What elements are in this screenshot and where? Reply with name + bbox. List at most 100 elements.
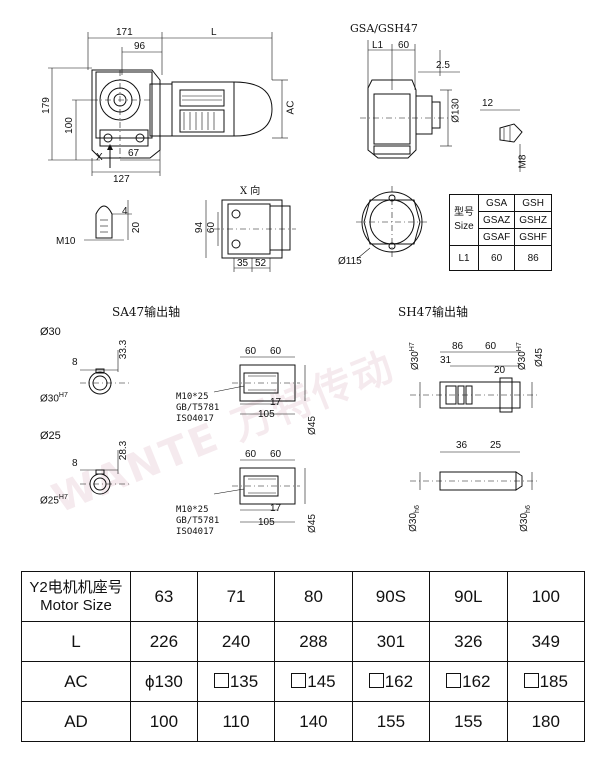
motor-size-0: 63 [130, 571, 198, 622]
motor-AC-3: 162 [351, 661, 431, 702]
motor-AC-1-value: 135 [229, 671, 259, 691]
square-icon [291, 672, 307, 688]
motor-AD-1: 110 [196, 701, 276, 742]
motor-AD-5: 180 [506, 701, 586, 742]
dim-94: 94 [194, 221, 206, 234]
motor-row-AC: AC ϕ130 135 145 162 162 185 [21, 661, 586, 702]
sa-bot-dim-dia45: Ø45 [306, 514, 318, 533]
sa-bore-30-drawing [80, 350, 132, 395]
motor-AD-0: 100 [130, 701, 198, 742]
motor-header-cn: Y2电机机座号 [29, 578, 123, 596]
motor-AD-3: 155 [351, 701, 431, 742]
sa-top-note-0: M10*25 [176, 392, 209, 402]
bolt-detail-drawing [480, 109, 523, 172]
motor-AC-2-value: 145 [307, 671, 336, 691]
dim-2-5: 2.5 [436, 60, 450, 71]
dim-67: 67 [128, 148, 140, 159]
dim-60-x: 60 [206, 221, 218, 234]
sa-shaft-bottom-drawing [213, 459, 306, 523]
dim-179: 179 [40, 97, 52, 114]
motor-AC-5-value: 185 [539, 671, 568, 691]
sa-bot-notes: M10*25 GB/T5781 ISO4017 [176, 505, 219, 538]
sa-bot-note-2: ISO4017 [176, 527, 214, 537]
x-view-drawing [205, 199, 296, 272]
x-view-title: X 向 [240, 186, 261, 197]
dim-L: L [211, 27, 217, 38]
flange-drawing [356, 186, 428, 259]
sa-top-dim-60a: 60 [245, 346, 257, 357]
dim-key-20: 20 [131, 221, 143, 234]
size-col1-0: GSA [477, 194, 516, 212]
motor-header-en: Motor Size [40, 596, 112, 614]
sh-hollow-dim-60: 60 [485, 341, 497, 352]
sh-solid-dim-25: 25 [490, 440, 502, 451]
motor-row-label: L [21, 621, 131, 662]
motor-AC-5: 185 [506, 661, 586, 702]
sa-section-title: SA47输出轴 [112, 305, 181, 319]
sh-hollow-dim-dia30-right: Ø30H7 [516, 342, 528, 370]
sa-top-notes: M10*25 GB/T5781 ISO4017 [176, 392, 219, 425]
motor-L-0: 226 [130, 621, 198, 662]
motor-size-4: 90L [429, 571, 508, 622]
size-value-1: 86 [514, 245, 553, 271]
sa-top-dim-105: 105 [258, 409, 275, 420]
motor-AC-4: 162 [429, 661, 508, 702]
motor-size-3: 90S [351, 571, 431, 622]
sh-hollow-dim-dia30-left: Ø30H7 [409, 342, 421, 370]
sa-bot-dim-60a: 60 [245, 449, 257, 460]
motor-L-2: 288 [274, 621, 353, 662]
size-value-0: 60 [477, 245, 516, 271]
size-col2-1: GSHZ [514, 211, 553, 229]
dim-100: 100 [63, 117, 75, 134]
size-col2-2: GSHF [514, 228, 553, 246]
sh-hollow-sup-right: H7 [515, 342, 523, 352]
dim-171: 171 [116, 27, 133, 38]
dim-12: 12 [482, 98, 494, 109]
sa-bore25-fit-value: Ø25 [40, 495, 59, 507]
sh-hollow-sup-left: H7 [408, 342, 416, 352]
motor-table-header-cell: Y2电机机座号 Motor Size [21, 571, 131, 622]
dim-35: 35 [237, 258, 249, 269]
motor-L-4: 326 [429, 621, 508, 662]
sa-shaft-top-drawing [213, 356, 306, 415]
dim-key-4: 4 [122, 206, 128, 217]
sh-hollow-dim-86: 86 [452, 341, 464, 352]
size-row-label: L1 [449, 245, 479, 271]
sa-bore30-h: 33.3 [118, 339, 130, 360]
sh-hollow-dim-dia45: Ø45 [533, 348, 545, 367]
motor-AC-1: 135 [196, 661, 276, 702]
square-icon [368, 672, 384, 688]
square-icon [446, 672, 462, 688]
sa-bot-dim-60b: 60 [270, 449, 282, 460]
motor-AD-2: 140 [274, 701, 353, 742]
sa-top-note-2: ISO4017 [176, 414, 214, 424]
dim-96: 96 [134, 41, 146, 52]
sh-solid-dia30-right-value: Ø30 [518, 512, 530, 532]
motor-AD-4: 155 [429, 701, 508, 742]
sa-bore30-fit: Ø30H7 [40, 392, 68, 404]
sh-hollow-dim-20: 20 [494, 365, 506, 376]
sh-solid-dim-dia30-left: Ø30h6 [408, 505, 421, 532]
sh-solid-dim-36: 36 [456, 440, 468, 451]
size-col2-0: GSH [514, 194, 553, 212]
size-col1-1: GSAZ [477, 211, 516, 229]
sh-hollow-dia30-right-value: Ø30 [517, 351, 529, 371]
sa-bore30-fit-sup: H7 [58, 392, 68, 399]
end-view-drawing [360, 40, 460, 159]
drawing-canvas [48, 32, 540, 523]
motor-L-5: 349 [506, 621, 586, 662]
motor-L-1: 240 [196, 621, 276, 662]
sa-top-dim-dia45: Ø45 [306, 416, 318, 435]
sa-bore25-h: 28.3 [118, 440, 130, 461]
dim-dia-130: Ø130 [450, 98, 462, 123]
dim-key-M10: M10 [56, 236, 76, 247]
dim-dia-115: Ø115 [338, 256, 362, 267]
sa-bot-note-0: M10*25 [176, 505, 209, 515]
sa-bot-dim-105: 105 [258, 517, 275, 528]
motor-AC-2: 145 [274, 661, 353, 702]
motor-size-1: 71 [196, 571, 276, 622]
sa-bore-25-drawing [80, 450, 132, 495]
sa-top-dim-17: 17 [270, 397, 282, 408]
sh-solid-sub-right: h6 [524, 505, 532, 513]
motor-size-table: Y2电机机座号 Motor Size 63 71 80 90S 90L 100 … [21, 571, 586, 742]
